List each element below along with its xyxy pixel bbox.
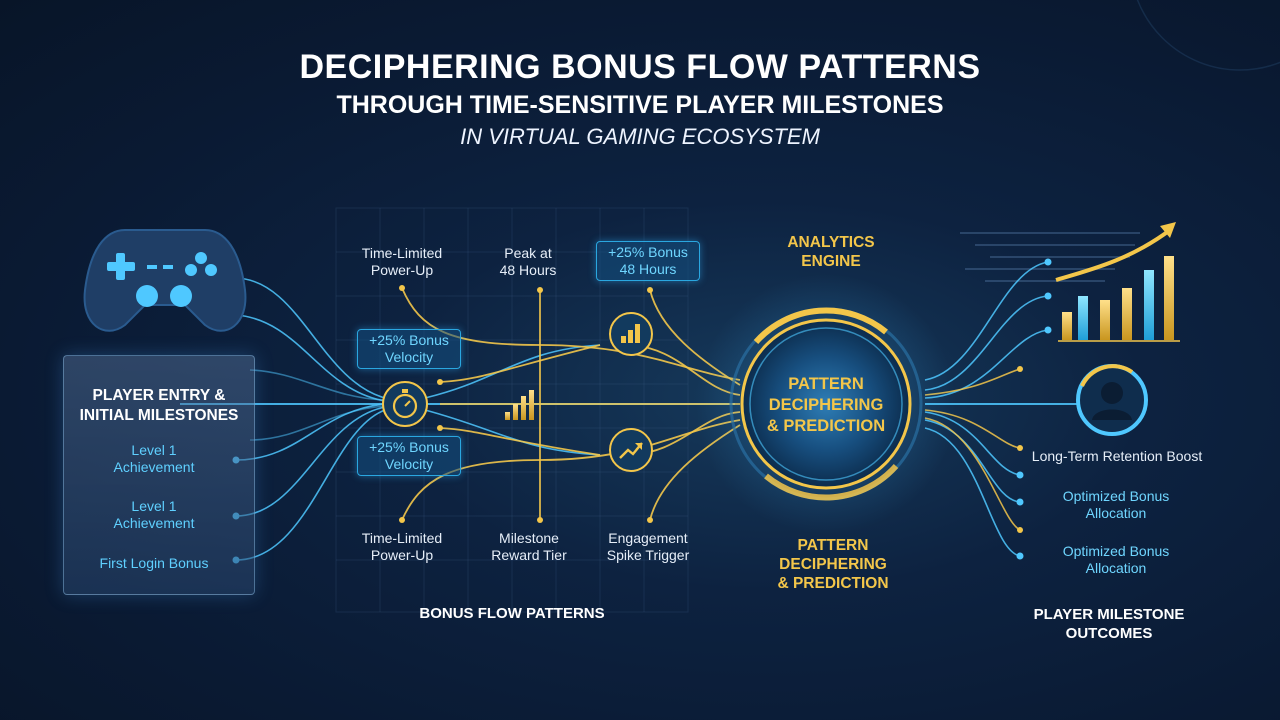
entry-milestone-item: First Login Bonus (64, 555, 244, 572)
entry-heading-line-2: INITIAL MILESTONES (79, 407, 239, 424)
bonus-tag-velocity: +25% Bonus Velocity (357, 329, 461, 369)
flow-label-line-2: Reward Tier (491, 547, 567, 563)
bar-chart-node-icon (609, 312, 653, 356)
outcome-allocation: Optimized Bonus Allocation (1040, 543, 1192, 577)
bonus-tag-48h: +25% Bonus 48 Hours (596, 241, 700, 281)
entry-item-line-1: First Login Bonus (99, 555, 209, 571)
entry-item-line-2: Achievement (113, 515, 195, 531)
player-entry-panel: PLAYER ENTRY & INITIAL MILESTONES Level … (63, 355, 255, 595)
flow-label-line-2: Power-Up (370, 262, 434, 278)
user-profile-icon (1076, 364, 1148, 436)
outcome-line-2: Allocation (1085, 560, 1147, 576)
outcomes-caption: PLAYER MILESTONE OUTCOMES (1010, 605, 1208, 643)
core-pattern-text: PATTERN DECIPHERING & PREDICTION (751, 374, 901, 437)
tag-line-1: +25% Bonus (369, 439, 449, 455)
engine-caption-line-1: PATTERN (797, 537, 869, 554)
flow-label-line-2: 48 Hours (499, 262, 557, 278)
engine-caption: PATTERN DECIPHERING & PREDICTION (750, 536, 916, 593)
entry-item-line-2: Achievement (113, 459, 195, 475)
outcome-line-2: Allocation (1085, 505, 1147, 521)
core-line-2: DECIPHERING (768, 396, 884, 414)
stopwatch-icon (382, 381, 428, 427)
outcome-connector-dots (1016, 258, 1052, 560)
bar-chart-icon (505, 390, 534, 420)
entry-heading-line-1: PLAYER ENTRY & (92, 387, 226, 404)
core-line-1: PATTERN (788, 375, 864, 393)
flow-label-line-1: Peak at (504, 245, 552, 261)
flow-label-line-2: Power-Up (370, 547, 434, 563)
flow-label-power-up-bottom: Time-Limited Power-Up (342, 530, 462, 564)
page-subtitle: THROUGH TIME-SENSITIVE PLAYER MILESTONES (336, 91, 944, 119)
flow-label-line-1: Time-Limited (361, 245, 443, 261)
engine-caption-line-3: & PREDICTION (777, 575, 889, 592)
flow-label-line-1: Engagement (608, 530, 688, 546)
outcomes-caption-line-2: OUTCOMES (1065, 625, 1153, 642)
flow-label-power-up-top: Time-Limited Power-Up (342, 245, 462, 279)
analytics-core (696, 274, 956, 534)
data-texture (960, 232, 1140, 282)
flow-label-reward-tier: Milestone Reward Tier (474, 530, 584, 564)
entry-milestone-item: Level 1 Achievement (64, 442, 244, 476)
engine-caption-line-2: DECIPHERING (779, 556, 887, 573)
outcome-allocation: Optimized Bonus Allocation (1040, 488, 1192, 522)
outcomes-caption-line-1: PLAYER MILESTONE (1033, 606, 1185, 623)
flow-label-line-1: Milestone (499, 530, 559, 546)
entry-item-line-1: Level 1 (131, 498, 177, 514)
engine-title-line-1: ANALYTICS (787, 234, 875, 251)
trend-up-icon (609, 428, 653, 472)
outcome-line-1: Optimized Bonus (1062, 488, 1170, 504)
bonus-flow-dots (399, 285, 653, 523)
flow-label-line-1: Time-Limited (361, 530, 443, 546)
tag-line-2: Velocity (384, 349, 434, 365)
entry-item-line-1: Level 1 (131, 442, 177, 458)
gamepad-icon (83, 229, 247, 332)
tag-line-1: +25% Bonus (369, 332, 449, 348)
outcome-retention: Long-Term Retention Boost (1031, 448, 1203, 464)
tag-line-2: 48 Hours (619, 261, 677, 277)
title-block: DECIPHERING BONUS FLOW PATTERNS THROUGH … (0, 48, 1280, 150)
flow-label-line-2: Spike Trigger (606, 547, 690, 563)
flow-label-spike-trigger: Engagement Spike Trigger (592, 530, 704, 564)
entry-milestone-item: Level 1 Achievement (64, 498, 244, 532)
core-line-3: & PREDICTION (766, 417, 886, 435)
page-tagline: IN VIRTUAL GAMING ECOSYSTEM (460, 124, 820, 149)
flow-label-peak: Peak at 48 Hours (478, 245, 578, 279)
tag-line-1: +25% Bonus (608, 244, 688, 260)
entry-panel-heading: PLAYER ENTRY & INITIAL MILESTONES (64, 386, 254, 426)
page-title: DECIPHERING BONUS FLOW PATTERNS (299, 48, 981, 86)
tag-line-2: Velocity (384, 456, 434, 472)
growth-chart-icon (1055, 222, 1180, 342)
bonus-tag-velocity: +25% Bonus Velocity (357, 436, 461, 476)
engine-title-line-2: ENGINE (801, 253, 861, 270)
analytics-engine-title: ANALYTICS ENGINE (756, 233, 906, 271)
bonus-flow-caption: BONUS FLOW PATTERNS (419, 605, 605, 622)
outcome-line-1: Optimized Bonus (1062, 543, 1170, 559)
bonus-flow-connectors (401, 287, 741, 521)
